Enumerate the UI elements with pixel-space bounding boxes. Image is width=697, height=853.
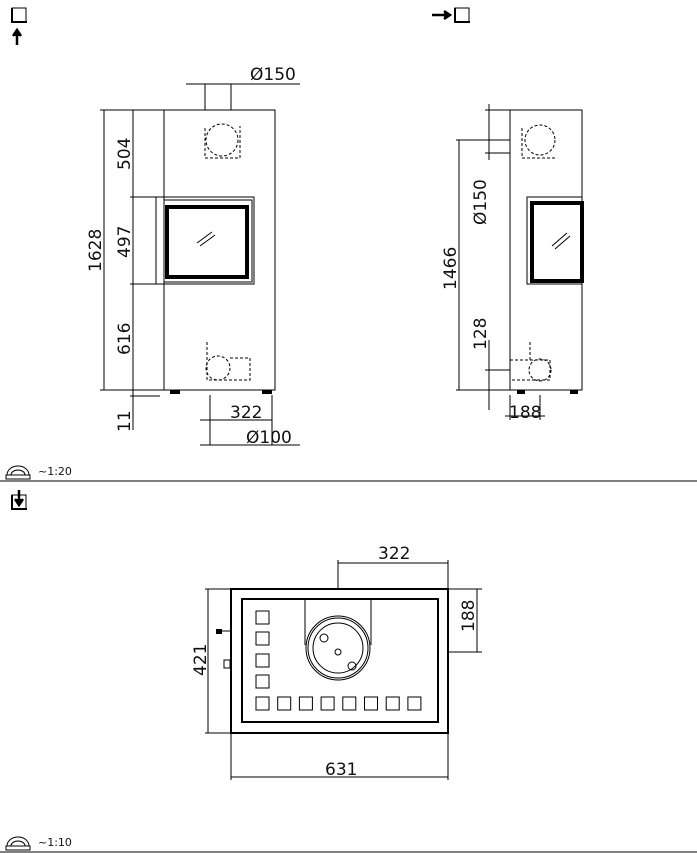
vent-square bbox=[342, 696, 357, 711]
vent-square bbox=[255, 631, 270, 646]
dim-flue-depth: 188 bbox=[459, 600, 479, 632]
top-view-icon bbox=[11, 490, 27, 510]
dim-flue-offset: 322 bbox=[378, 544, 410, 564]
vent-square bbox=[255, 610, 270, 625]
dim-flue-height: 1466 bbox=[441, 247, 461, 290]
scale-ruler-icon bbox=[5, 836, 31, 851]
front-view: Ø150 504 497 616 1628 11 322 Ø100 bbox=[86, 65, 300, 448]
dim-width: 631 bbox=[325, 760, 357, 780]
vent-square bbox=[364, 696, 378, 711]
vent-square bbox=[277, 696, 292, 711]
dim-top-section: 504 bbox=[115, 138, 135, 170]
dim-bottom-section: 616 bbox=[115, 323, 135, 355]
side-view-icon bbox=[432, 7, 470, 23]
vent-square bbox=[255, 653, 270, 668]
vent-square bbox=[255, 696, 270, 711]
dim-flue-top-diameter: Ø150 bbox=[250, 65, 296, 85]
dim-depth: 421 bbox=[191, 644, 211, 676]
vent-square bbox=[255, 674, 270, 689]
vent-square bbox=[298, 696, 313, 711]
top-view: 421 188 322 631 bbox=[191, 544, 482, 780]
scale-label-top: ~1:20 bbox=[38, 465, 72, 478]
dim-door-height: 497 bbox=[115, 226, 135, 258]
vent-square bbox=[385, 696, 400, 711]
dim-air-inlet-height: 128 bbox=[471, 318, 491, 350]
vent-square bbox=[320, 696, 335, 711]
side-view: Ø150 1466 128 188 bbox=[441, 104, 584, 423]
dim-side-flue-diameter: Ø150 bbox=[471, 179, 491, 225]
dim-air-inlet-offset: 188 bbox=[509, 403, 541, 423]
scale-ruler-icon bbox=[5, 465, 31, 480]
dim-air-diameter: Ø100 bbox=[246, 428, 292, 448]
front-view-icon bbox=[11, 7, 27, 45]
scale-label-bottom: ~1:10 bbox=[38, 836, 72, 849]
dim-air-offset: 322 bbox=[230, 403, 262, 423]
vent-square bbox=[407, 696, 422, 711]
dim-feet: 11 bbox=[115, 410, 135, 432]
dim-total-height: 1628 bbox=[86, 229, 106, 272]
